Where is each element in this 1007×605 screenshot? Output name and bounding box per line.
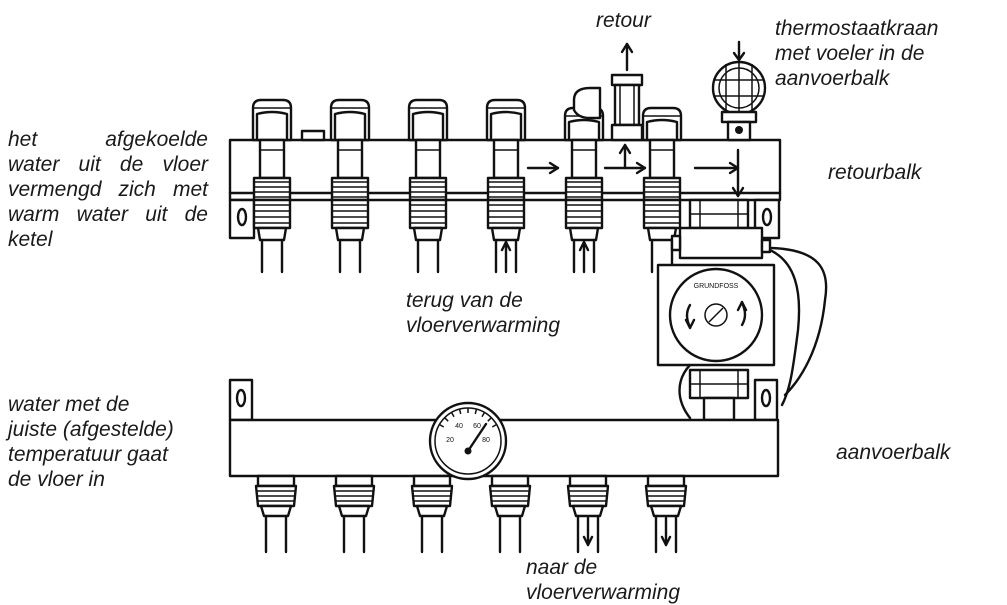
label-mixing-explanation: het afgekoelde water uit de vloer vermen… [8,127,208,252]
gauge-tick-20: 20 [446,437,454,444]
gauge-tick-40: 40 [455,423,463,430]
thermostatic-valve [711,40,767,142]
label-supply-temp-line-3: temperatuur gaat [8,443,168,466]
pump-lower-connector [688,368,750,445]
supply-bracket-right-hole [760,388,772,408]
supply-fitting [410,474,454,554]
thermometer-gauge: 20 40 60 80 [428,401,508,481]
supply-fitting [254,474,298,554]
pump-cable [770,246,828,397]
return-valve [407,98,449,274]
label-return-line-1: terug van de [406,289,523,312]
label-supply-temp-line-4: de vloer in [8,468,105,491]
supply-fitting [488,474,532,554]
label-aanvoerbalk: aanvoerbalk [836,441,951,464]
label-retour: retour [596,9,651,32]
label-return-from-floor: terug van de vloerverwarming [406,288,560,338]
supply-fittings [254,474,688,554]
return-bracket-left [228,198,256,240]
label-thermostatic-valve-line-3: aanvoerbalk [775,67,890,90]
label-to-floor-line-1: naar de [526,556,598,579]
label-to-floor-line-2: vloerverwarming [526,581,681,604]
return-bracket-right-hole [761,207,773,227]
label-mixing-line-5: ketel [8,228,53,251]
label-supply-temp-line-1: water met de [8,393,130,416]
pump-brand-label: GRUNDFOSS [694,283,739,290]
circulation-pump: GRUNDFOSS [656,263,776,367]
return-valves [251,98,683,274]
return-flow-arrows [526,143,745,198]
supply-bracket-left [228,378,254,422]
supply-fitting [566,474,610,554]
supply-bracket-right [753,378,779,422]
label-supply-temp-line-2: juiste (afgestelde) [8,418,174,441]
label-mixing-line-2: water uit de vloer [8,153,208,176]
label-mixing-line-3: vermengd zich met [8,178,208,201]
label-thermostatic-valve-line-2: met voeler in de [775,42,925,65]
return-pipe-arrows [500,240,590,274]
label-thermostatic-valve-line-1: thermostaatkraan [775,17,939,40]
label-to-floor: naar de vloerverwarming [526,555,680,605]
return-valve [329,98,371,274]
label-supply-temperature: water met de juiste (afgestelde) tempera… [8,392,174,492]
gauge-tick-60: 60 [473,423,481,430]
label-mixing-line-4: warm water uit de [8,203,208,226]
supply-pipe-arrows [582,516,672,547]
retour-outlet-fitting [572,42,644,142]
return-valve [485,98,527,274]
air-vent-plug [300,129,326,142]
supply-bracket-left-hole [235,388,247,408]
label-return-line-2: vloerverwarming [406,314,561,337]
supply-fitting [332,474,376,554]
label-mixing-line-1: het afgekoelde [8,128,208,151]
supply-fitting [644,474,688,554]
return-valve [563,106,605,274]
return-bracket-left-hole [236,207,248,227]
gauge-tick-80: 80 [482,437,490,444]
label-thermostatic-valve: thermostaatkraan met voeler in de aanvoe… [775,16,938,91]
pump-upper-connector [670,198,772,260]
return-valve [251,98,293,274]
label-retourbalk: retourbalk [828,161,922,184]
